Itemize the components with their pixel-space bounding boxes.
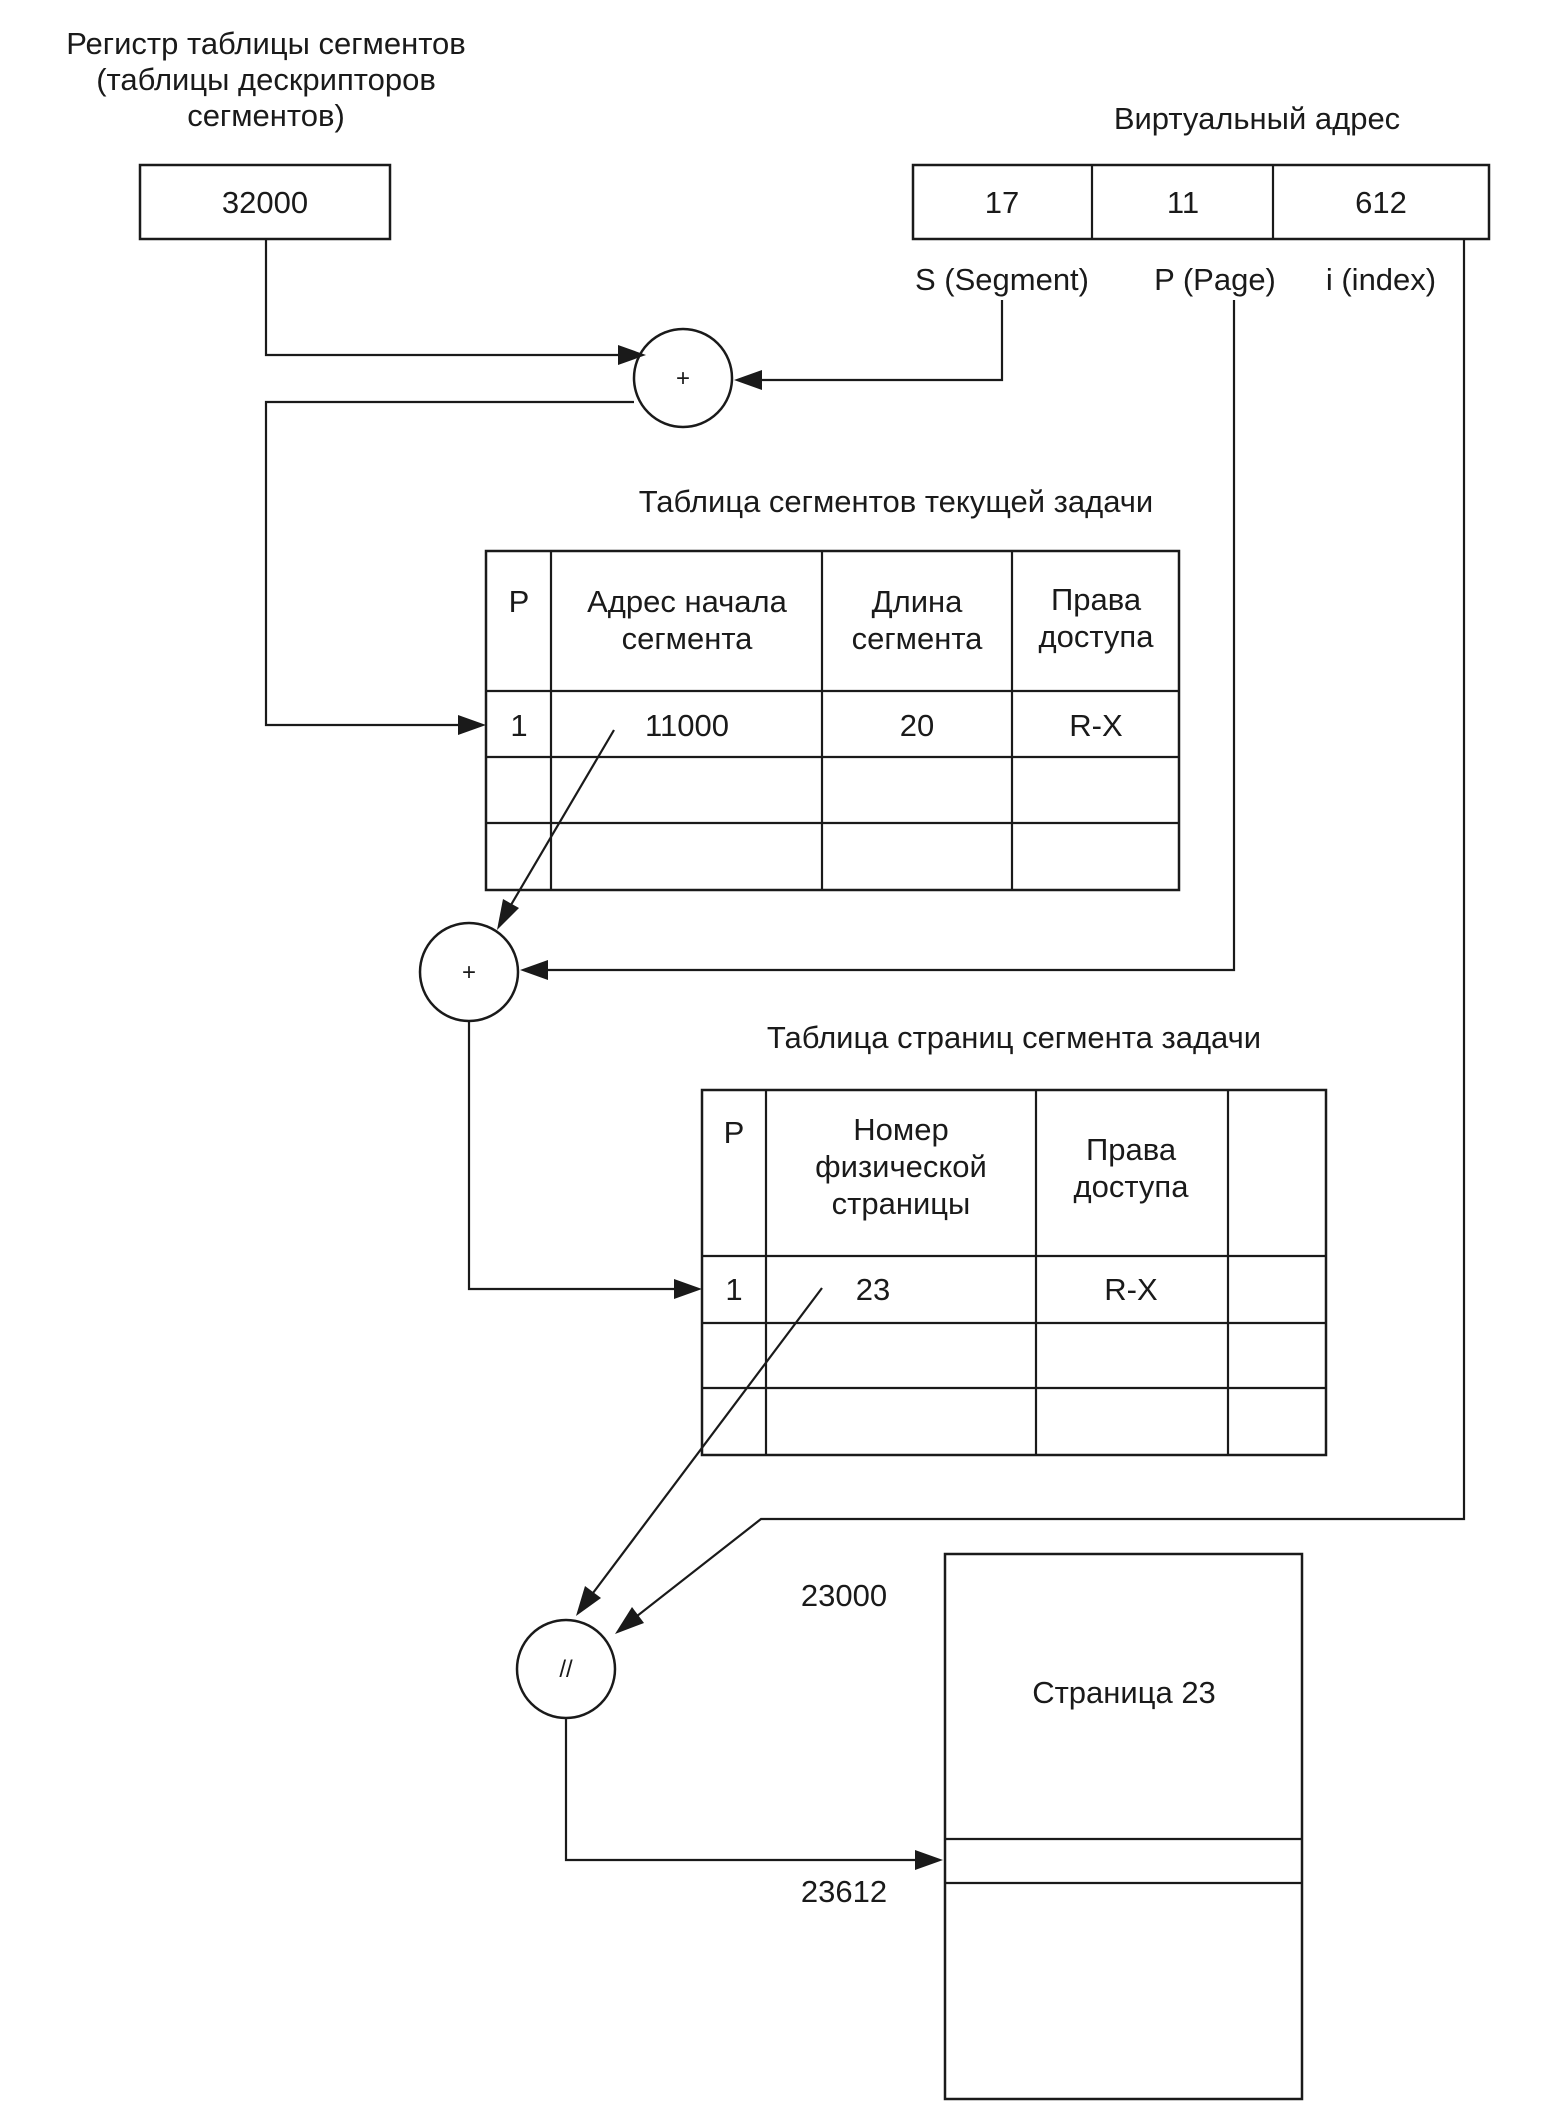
segment-table-row-length: 20 xyxy=(900,708,934,743)
virtual-address: Виртуальный адрес 17 11 612 S (Segment) … xyxy=(911,101,1491,297)
segment-field-to-adder-1-line xyxy=(756,300,1004,382)
va-page-label: P (Page) xyxy=(1154,262,1276,297)
segment-table-header-rights-1: Права xyxy=(1051,582,1142,617)
page-table-row-rights: R-X xyxy=(1104,1272,1158,1307)
page-table-header-frame-2: физической xyxy=(815,1149,987,1184)
segment-table-header-p: P xyxy=(509,584,530,619)
concat-node: // xyxy=(515,1618,617,1720)
page-table-header-rights-1: Права xyxy=(1086,1132,1177,1167)
page-table-row-p: 1 xyxy=(725,1272,742,1307)
va-page-value: 11 xyxy=(1167,185,1199,220)
segment-base-to-adder-2-line xyxy=(507,729,615,911)
virtual-address-caption: Виртуальный адрес xyxy=(1114,101,1400,136)
register-value: 32000 xyxy=(222,185,308,220)
segment-table-row-p: 1 xyxy=(510,708,527,743)
segment-table-header-address-2: сегмента xyxy=(622,621,754,656)
segment-table-caption: Таблица сегментов текущей задачи xyxy=(639,484,1153,519)
register-caption-line-1: Регистр таблицы сегментов xyxy=(66,26,466,61)
page-target-address: 23612 xyxy=(801,1874,887,1909)
adder-1-circle xyxy=(632,327,734,429)
register-box xyxy=(138,163,392,241)
physical-page: 23000 23612 Страница 23 xyxy=(801,1552,1304,2101)
page-table: Таблица страниц сегмента задачи P Номер … xyxy=(700,1020,1328,1457)
arrow-frame-to-concat xyxy=(576,1586,601,1616)
page-table-row-frame: 23 xyxy=(856,1272,890,1307)
segment-table-header-length-2: сегмента xyxy=(852,621,984,656)
arrow-page-to-adder-2 xyxy=(520,960,548,980)
adder-1-symbol: + xyxy=(676,365,690,392)
page-table-frame xyxy=(700,1088,1328,1457)
arrow-to-physical-address xyxy=(915,1850,943,1870)
segment-table-header-length-1: Длина xyxy=(872,584,964,619)
segment-table-frame xyxy=(484,549,1181,892)
arrow-to-segment-table xyxy=(458,715,486,735)
arrow-register-to-adder-1 xyxy=(618,345,646,365)
segment-table-header-rights-2: доступа xyxy=(1039,619,1155,654)
adder-2-symbol: + xyxy=(462,959,476,986)
va-segment-label: S (Segment) xyxy=(915,262,1089,297)
segment-table-row-address: 11000 xyxy=(645,708,729,743)
index-field-to-concat-line xyxy=(631,239,1466,1621)
concat-symbol: // xyxy=(559,1656,573,1683)
segment-table-register: Регистр таблицы сегментов (таблицы дескр… xyxy=(66,26,466,241)
adder-1: + xyxy=(632,327,734,429)
arrow-segment-to-adder-1 xyxy=(734,370,762,390)
segment-table: Таблица сегментов текущей задачи P Адрес… xyxy=(484,484,1181,892)
page-field-to-adder-2-line xyxy=(546,300,1236,972)
virtual-address-box xyxy=(911,163,1491,241)
physical-page-frame xyxy=(943,1552,1304,2101)
register-caption-line-3: сегментов) xyxy=(187,98,345,133)
page-start-address: 23000 xyxy=(801,1578,887,1613)
physical-page-title: Страница 23 xyxy=(1032,1675,1216,1710)
va-index-label: i (index) xyxy=(1326,262,1436,297)
register-to-adder-1-line xyxy=(264,239,622,357)
register-caption-line-2: (таблицы дескрипторов xyxy=(96,62,436,97)
segment-table-row-rights: R-X xyxy=(1069,708,1123,743)
page-table-header-frame-1: Номер xyxy=(853,1112,948,1147)
page-table-header-rights-2: доступа xyxy=(1074,1169,1190,1204)
page-table-header-frame-3: страницы xyxy=(832,1186,971,1221)
adder-1-to-segment-table-line xyxy=(264,400,634,727)
frame-number-to-concat-line xyxy=(589,1287,823,1598)
arrow-index-to-concat xyxy=(615,1607,644,1634)
adder-2: + xyxy=(418,921,520,1023)
segment-table-header-address-1: Адрес начала xyxy=(587,584,788,619)
va-index-value: 612 xyxy=(1355,185,1407,220)
arrow-to-page-table xyxy=(674,1279,702,1299)
adder-2-to-page-table-line xyxy=(467,1021,678,1291)
va-segment-value: 17 xyxy=(985,185,1019,220)
arrow-to-adder-2 xyxy=(497,899,519,930)
page-table-caption: Таблица страниц сегмента задачи xyxy=(767,1020,1261,1055)
page-table-header-p: P xyxy=(724,1115,745,1150)
concat-to-page-line xyxy=(564,1718,916,1862)
